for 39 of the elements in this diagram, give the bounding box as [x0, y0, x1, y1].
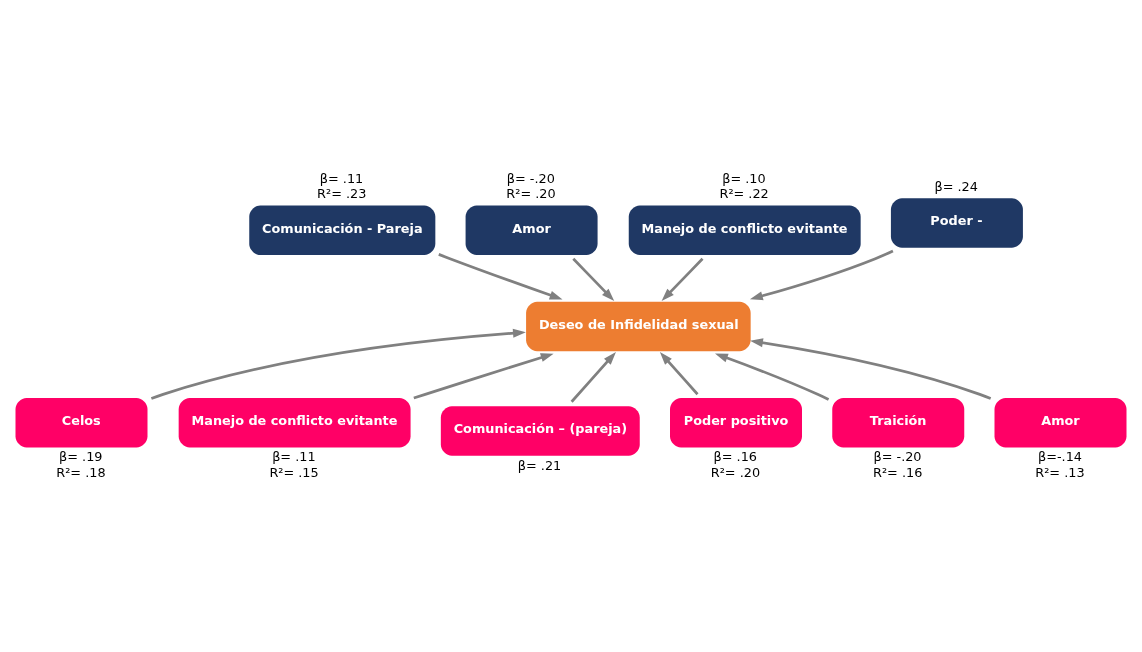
arrow — [750, 337, 992, 400]
arrow — [749, 249, 894, 300]
node-box: Deseo de Infidelidad sexual — [526, 301, 751, 351]
node-label: β= .11 — [319, 170, 364, 186]
node-box: Manejo de conflicto evitante — [628, 205, 861, 255]
node-box: Poder positivo — [670, 397, 802, 447]
node-box: Celos — [15, 397, 148, 447]
node-label: R²= .22 — [719, 185, 769, 201]
node-label: β= .11 — [272, 448, 316, 464]
arrow — [150, 328, 526, 400]
node-box: Comunicación - Pareja — [249, 205, 436, 255]
node-box: Comunicación – (pareja) — [440, 405, 640, 456]
node-box: Traición — [832, 397, 965, 447]
node-label: R²= .23 — [317, 185, 367, 201]
node-label: β= .21 — [517, 457, 562, 473]
node-label: R²= .18 — [56, 464, 106, 480]
node-box: Manejo de conflicto evitante — [178, 397, 411, 447]
node-label: R²= .13 — [1035, 464, 1085, 480]
arrow — [715, 353, 830, 401]
node-label: β= -.20 — [873, 448, 922, 464]
node-label: R²= .20 — [710, 464, 761, 480]
arrow — [659, 351, 699, 395]
node-box: Amor — [465, 205, 598, 255]
arrow — [413, 352, 554, 399]
arrow — [661, 257, 704, 301]
node-label: R²= .15 — [269, 464, 319, 480]
node-label: R²= .16 — [873, 464, 923, 480]
node-box: Amor — [994, 397, 1127, 447]
node-label: R²= .20 — [506, 185, 556, 201]
node-label: β= .19 — [59, 448, 103, 464]
node-label: β=-.14 — [1038, 448, 1083, 464]
node-label: β= .16 — [713, 448, 757, 464]
arrow — [570, 351, 616, 403]
node-box: Poder - — [890, 197, 1023, 248]
arrow — [438, 252, 563, 299]
node-label: β= .10 — [722, 170, 766, 186]
node-label: β= .24 — [934, 178, 978, 194]
arrow — [572, 257, 615, 301]
node-label: β= -.20 — [506, 170, 555, 186]
